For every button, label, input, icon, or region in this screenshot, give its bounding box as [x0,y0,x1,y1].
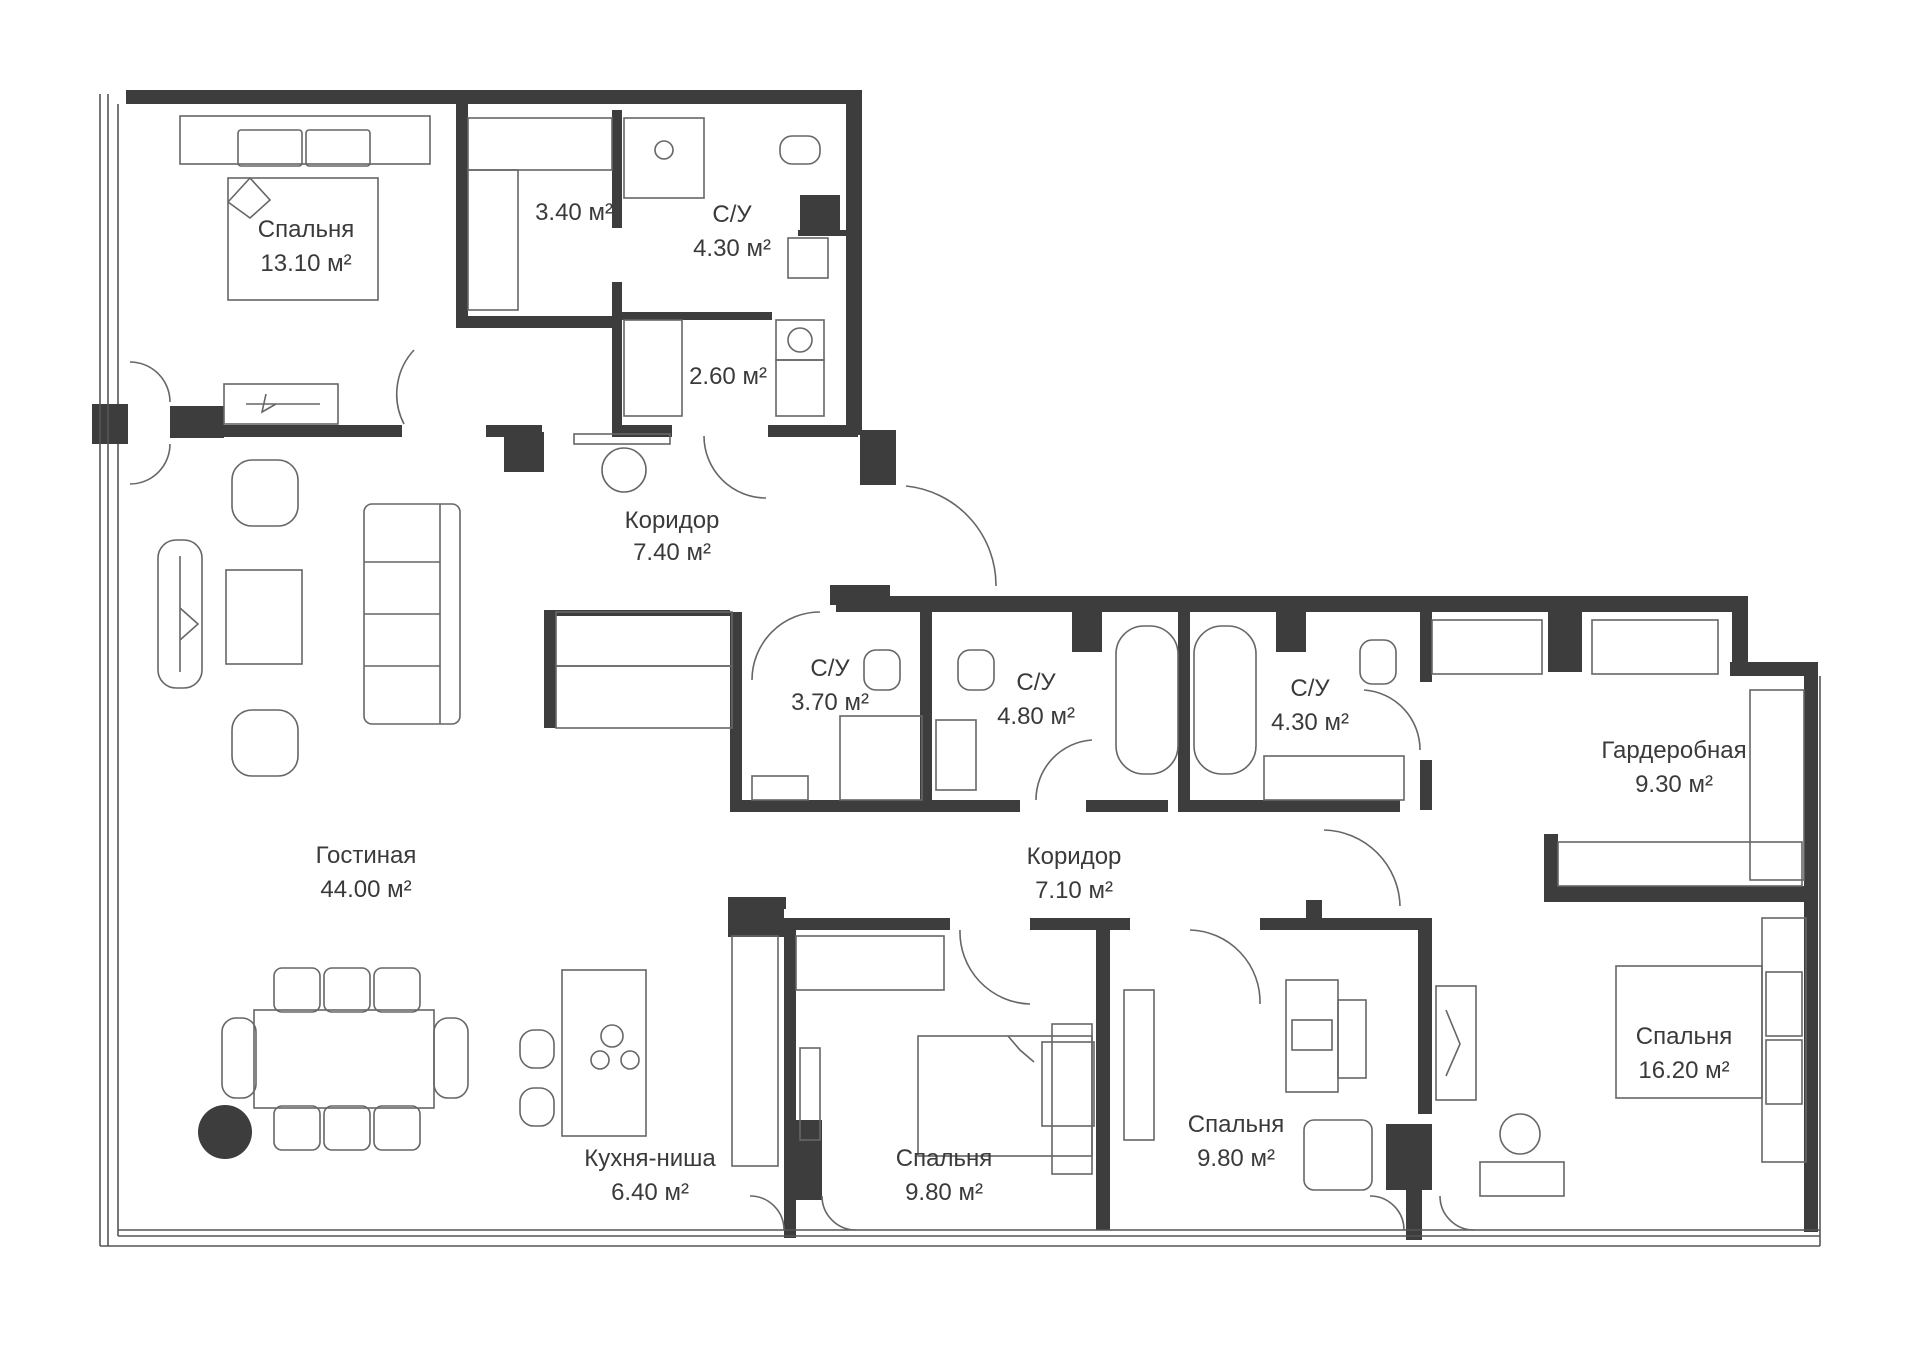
room-7-name: С/У [1290,675,1330,702]
room-3-area: 2.60 м² [689,363,767,390]
room-8-name: Гардеробная [1601,737,1746,764]
room-9-area: 7.10 м² [1035,877,1113,904]
room-2-name: С/У [712,201,752,228]
room-12-name: Спальня [896,1145,992,1172]
room-8-area: 9.30 м² [1635,771,1713,798]
room-0-name: Спальня [258,216,354,243]
room-14-area: 6.40 м² [611,1179,689,1206]
room-6-name: С/У [1016,669,1056,696]
room-11-area: 16.20 м² [1638,1057,1729,1084]
room-13-name: Спальня [1188,1111,1284,1138]
room-13-area: 9.80 м² [1197,1145,1275,1172]
room-4-name: Коридор [625,507,720,534]
room-10-area: 44.00 м² [320,876,411,903]
walls [92,90,1818,1240]
outlines [99,94,1821,1247]
room-5-area: 3.70 м² [791,689,869,716]
room-14-name: Кухня-ниша [584,1145,716,1172]
room-5-name: С/У [810,655,850,682]
room-labels: Спальня 13.10 м² 3.40 м² С/У 4.30 м² 2.6… [258,199,1747,1206]
room-0-area: 13.10 м² [260,250,351,277]
room-4-area: 7.40 м² [633,539,711,566]
room-2-area: 4.30 м² [693,235,771,262]
room-11-name: Спальня [1636,1023,1732,1050]
room-10-name: Гостиная [316,842,417,869]
room-7-area: 4.30 м² [1271,709,1349,736]
room-1-area: 3.40 м² [535,199,613,226]
room-12-area: 9.80 м² [905,1179,983,1206]
room-6-area: 4.80 м² [997,703,1075,730]
room-9-name: Коридор [1027,843,1122,870]
